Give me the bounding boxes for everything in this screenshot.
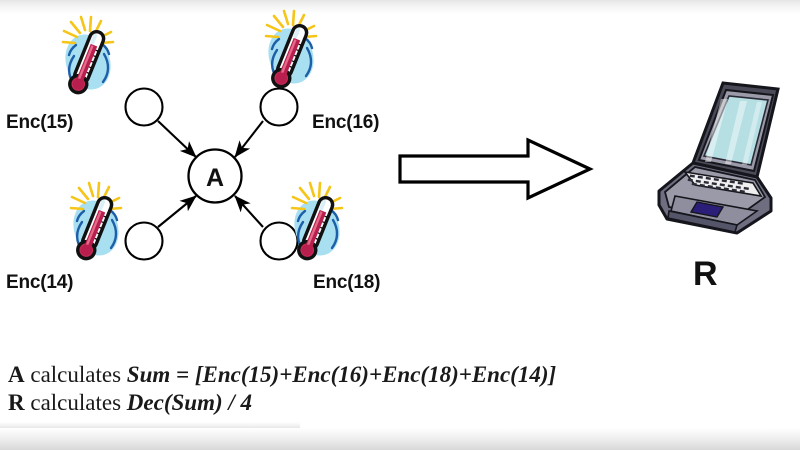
caption-verb-2: calculates — [24, 390, 127, 416]
scan-edge-band-bottom — [0, 428, 800, 450]
thermometer-icon-top-right — [255, 8, 327, 96]
laptop-lid — [690, 81, 780, 179]
edge-top-left-to-aggregator — [157, 120, 197, 158]
node-bottom-left[interactable] — [124, 221, 164, 261]
aggregator-node[interactable] — [187, 148, 243, 204]
sensor-label-bottom-left: Enc(14) — [6, 272, 74, 293]
edge-top-right-to-aggregator — [234, 120, 264, 158]
thermometer-body — [68, 29, 106, 95]
aggregator-label: A — [206, 164, 224, 192]
scan-edge-band-bottom-left — [0, 422, 300, 428]
laptop-trackpad — [689, 201, 725, 218]
keyboard-keys — [687, 174, 749, 193]
caption-agent-r: R — [8, 390, 25, 416]
thermometer-body — [76, 195, 114, 261]
edge-bottom-right-to-aggregator — [234, 195, 264, 228]
caption-agent-a: A — [8, 362, 25, 387]
caption-verb-1: calculates — [24, 362, 127, 387]
thermometer-icon-top-left — [52, 14, 124, 102]
screen-glare — [705, 99, 762, 165]
thermometer-body — [271, 23, 309, 89]
sensor-label-top-right: Enc(16) — [312, 112, 380, 133]
thermometer-icon-bottom-right — [281, 180, 353, 268]
caption-formula-sum: Sum = [Enc(15)+Enc(16)+Enc(18)+Enc(14)] — [126, 362, 557, 387]
caption-block: A calculates Sum = [Enc(15)+Enc(16)+Enc(… — [8, 361, 556, 417]
caption-line-2: R calculates Dec(Sum) / 4 — [8, 389, 556, 417]
node-top-left[interactable] — [124, 87, 164, 127]
caption-line-1: A calculates Sum = [Enc(15)+Enc(16)+Enc(… — [8, 361, 556, 389]
sensor-label-top-left: Enc(15) — [6, 112, 74, 133]
sensor-label-bottom-right: Enc(18) — [313, 272, 381, 293]
receiver-label: R — [693, 255, 718, 293]
laptop-base — [657, 161, 773, 235]
laptop-icon — [657, 81, 780, 235]
node-top-right[interactable] — [259, 87, 299, 127]
sensor-network-graph: A — [124, 87, 299, 261]
caption-formula-dec: Dec(Sum) / 4 — [126, 390, 253, 416]
sparkle-rays — [264, 9, 318, 39]
thermometer-icon-bottom-left — [60, 180, 132, 268]
edge-bottom-left-to-aggregator — [157, 195, 197, 228]
block-arrow-right-icon — [398, 137, 594, 201]
thermometer-body — [297, 195, 335, 261]
